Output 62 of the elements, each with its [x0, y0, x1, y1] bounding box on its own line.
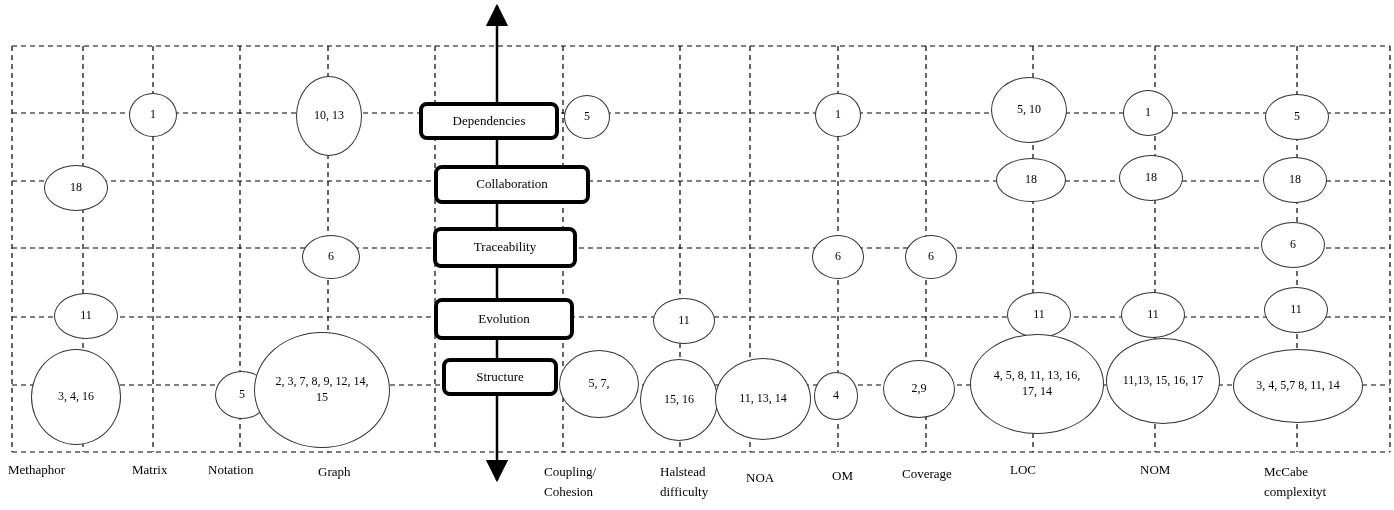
- reference-bubble: [302, 235, 360, 279]
- reference-bubble: [129, 93, 177, 137]
- reference-bubble: [814, 372, 858, 420]
- category-label: Collaboration: [476, 175, 548, 193]
- reference-numbers: 11: [80, 308, 92, 324]
- reference-numbers: 6: [328, 249, 334, 265]
- metric-label: Coupling/ Cohesion: [544, 463, 597, 501]
- category-box: [434, 298, 574, 340]
- reference-numbers: 5: [1294, 109, 1300, 125]
- metric-label: Halstead difficulty: [660, 463, 710, 501]
- reference-numbers: 18: [1289, 172, 1301, 188]
- reference-numbers: 10, 13: [314, 108, 344, 124]
- reference-numbers: 11,13, 15, 16, 17: [1122, 373, 1204, 389]
- metric-label: NOA: [746, 469, 776, 487]
- reference-numbers: 1: [150, 107, 156, 123]
- reference-bubble: [812, 235, 864, 279]
- reference-numbers: 5: [584, 109, 590, 125]
- category-box: [419, 102, 559, 140]
- reference-numbers: 6: [928, 249, 934, 265]
- reference-numbers: 5, 7,: [588, 376, 610, 392]
- metric-label: NOM: [1140, 461, 1172, 479]
- reference-numbers: 15, 16: [664, 392, 694, 408]
- reference-numbers: 11: [1147, 307, 1159, 323]
- metric-label: McCabe complexityt: [1264, 463, 1328, 501]
- reference-numbers: 1: [835, 107, 841, 123]
- reference-numbers: 1: [1145, 105, 1151, 121]
- reference-bubble: [905, 235, 957, 279]
- reference-numbers: 18: [1145, 170, 1157, 186]
- reference-numbers: 18: [70, 180, 82, 196]
- reference-numbers: 4: [833, 388, 839, 404]
- reference-bubble: [559, 350, 639, 418]
- metric-label: Graph: [318, 463, 352, 481]
- reference-numbers: 6: [1290, 237, 1296, 253]
- reference-numbers: 5, 10: [1017, 102, 1041, 118]
- reference-numbers: 11: [1033, 307, 1045, 323]
- reference-bubble: [815, 93, 861, 137]
- category-box: [433, 226, 577, 268]
- reference-bubble: [564, 95, 610, 139]
- reference-numbers: 5: [239, 387, 245, 403]
- metric-label: Matrix: [132, 461, 169, 479]
- category-label: Traceability: [473, 238, 537, 256]
- category-box: [434, 164, 590, 204]
- category-label: Dependencies: [452, 112, 526, 130]
- reference-numbers: 2, 3, 7, 8, 9, 12, 14, 15: [274, 374, 370, 406]
- reference-numbers: 3, 4, 16: [58, 389, 94, 405]
- category-box: [442, 358, 558, 396]
- reference-numbers: 2,9: [911, 381, 927, 397]
- reference-bubble: [1123, 90, 1173, 136]
- reference-numbers: 11: [1290, 302, 1302, 318]
- reference-numbers: 18: [1025, 172, 1037, 188]
- category-label: Structure: [476, 368, 524, 386]
- reference-numbers: 11: [678, 313, 690, 329]
- reference-numbers: 11, 13, 14: [739, 391, 787, 407]
- metric-label: Coverage: [902, 465, 953, 483]
- metric-label: Notation: [208, 461, 255, 479]
- reference-numbers: 3, 4, 5,7 8, 11, 14: [1256, 378, 1340, 394]
- reference-numbers: 4, 5, 8, 11, 13, 16, 17, 14: [992, 368, 1082, 400]
- metric-label: Methaphor: [8, 461, 67, 479]
- reference-numbers: 6: [835, 249, 841, 265]
- category-label: Evolution: [478, 310, 530, 328]
- metric-label: LOC: [1010, 461, 1037, 479]
- metric-label: OM: [832, 467, 854, 485]
